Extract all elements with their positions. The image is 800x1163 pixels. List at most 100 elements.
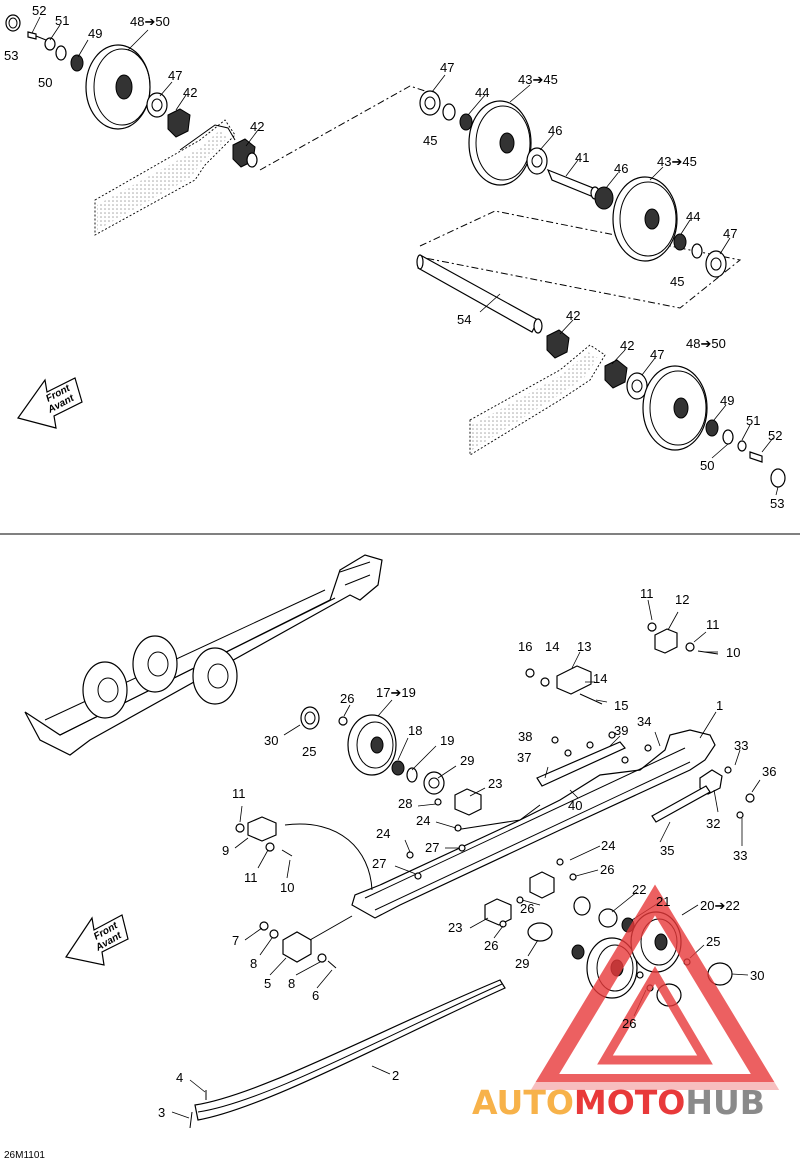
- callout-label: 24: [416, 813, 430, 828]
- bracket-parts: [536, 628, 723, 823]
- callout-label: 9: [222, 843, 229, 858]
- callout-label: 11: [244, 870, 258, 885]
- front-arrow-upper: Front Avant: [17, 377, 83, 429]
- callout-label: 51: [55, 13, 69, 28]
- slide-runner-2: [189, 979, 506, 1129]
- callout-label: 26: [600, 862, 614, 877]
- callout-label: 42: [620, 338, 634, 353]
- callout-label: 39: [614, 723, 628, 738]
- callout-label: 4: [176, 1070, 183, 1085]
- callout-label: 16: [518, 639, 532, 654]
- callout-label: 21: [656, 894, 670, 909]
- wheel-assembly-upper-right: [419, 90, 727, 278]
- callout-label: 1: [716, 698, 723, 713]
- callout-label: 3: [158, 1105, 165, 1120]
- callout-label: 48➔50: [130, 14, 170, 29]
- callout-label: 10: [280, 880, 294, 895]
- callout-label: 35: [660, 843, 674, 858]
- fasteners: [235, 622, 755, 992]
- callout-label: 29: [515, 956, 529, 971]
- slider-blocks: [247, 788, 555, 963]
- callout-label: 17➔19: [376, 685, 416, 700]
- callout-label: 32: [706, 816, 720, 831]
- callout-label: 47: [650, 347, 664, 362]
- callout-label: 26: [622, 1016, 636, 1031]
- assembly-dashed-line: [419, 210, 742, 309]
- callout-label: 7: [232, 933, 239, 948]
- callout-label: 40: [568, 798, 582, 813]
- rail-segment-upper-left: [94, 119, 236, 236]
- front-arrow-lower: Front Avant: [65, 914, 129, 966]
- callout-label: 54: [457, 312, 471, 327]
- callout-label: 12: [675, 592, 689, 607]
- callout-label: 29: [460, 753, 474, 768]
- callout-label: 11: [640, 586, 654, 601]
- callout-label: 48➔50: [686, 336, 726, 351]
- callout-label: 19: [440, 733, 454, 748]
- callout-label: 34: [637, 714, 651, 729]
- callout-label: 41: [575, 150, 589, 165]
- callout-label: 27: [372, 856, 386, 871]
- callout-label: 46: [614, 161, 628, 176]
- callout-label: 20➔22: [700, 898, 740, 913]
- callout-label: 8: [288, 976, 295, 991]
- watermark-text: AUTOMOTOHUB: [472, 1083, 765, 1122]
- callout-label: 52: [768, 428, 782, 443]
- callout-label: 53: [770, 496, 784, 511]
- callout-label: 23: [488, 776, 502, 791]
- callout-labels-upper: 52 51 53 50 49 48➔50 47 42 42 47 44 43➔4…: [4, 3, 784, 511]
- callout-label: 11: [232, 786, 246, 801]
- callout-label: 6: [312, 988, 319, 1003]
- callout-label: 50: [38, 75, 52, 90]
- callout-label: 14: [593, 671, 607, 686]
- figure-code: 26M1101: [4, 1150, 45, 1161]
- assembly-arrow: [309, 915, 353, 941]
- callout-label: 43➔45: [518, 72, 558, 87]
- callout-label: 44: [475, 85, 489, 100]
- assembly-dashed-line: [259, 85, 441, 171]
- callout-label: 49: [720, 393, 734, 408]
- callout-label: 45: [670, 274, 684, 289]
- callout-label: 24: [601, 838, 615, 853]
- callout-label: 24: [376, 826, 390, 841]
- callout-label: 22: [632, 882, 646, 897]
- callout-label: 26: [520, 901, 534, 916]
- wheel-assembly-upper-left: [5, 14, 258, 168]
- callout-label: 50: [700, 458, 714, 473]
- callout-label: 26: [340, 691, 354, 706]
- callout-label: 42: [566, 308, 580, 323]
- callout-label: 47: [440, 60, 454, 75]
- callout-label: 30: [750, 968, 764, 983]
- axle-54: [416, 254, 543, 334]
- callout-label: 25: [706, 934, 720, 949]
- callout-label: 46: [548, 123, 562, 138]
- callout-label: 52: [32, 3, 46, 18]
- callout-labels-lower: 11 12 11 10 16 14 13 14 15 1 26 17➔19 30…: [158, 586, 776, 1120]
- callout-label: 18: [408, 723, 422, 738]
- callout-label: 2: [392, 1068, 399, 1083]
- callout-label: 49: [88, 26, 102, 41]
- callout-label: 33: [733, 848, 747, 863]
- assembly-arrow: [284, 823, 373, 891]
- callout-label: 23: [448, 920, 462, 935]
- callout-label: 45: [423, 133, 437, 148]
- callout-label: 42: [183, 85, 197, 100]
- leader-lines: [31, 16, 779, 1119]
- callout-label: 37: [517, 750, 531, 765]
- callout-label: 5: [264, 976, 271, 991]
- main-rail-1: [351, 729, 716, 919]
- callout-label: 10: [726, 645, 740, 660]
- wheel-assembly-lower-right: [469, 329, 786, 488]
- callout-label: 26: [484, 938, 498, 953]
- assembled-suspension-view: [24, 554, 383, 756]
- callout-label: 11: [706, 617, 720, 632]
- callout-label: 28: [398, 796, 412, 811]
- callout-label: 30: [264, 733, 278, 748]
- callout-label: 8: [250, 956, 257, 971]
- callout-label: 53: [4, 48, 18, 63]
- callout-label: 47: [723, 226, 737, 241]
- callout-label: 51: [746, 413, 760, 428]
- callout-label: 15: [614, 698, 628, 713]
- callout-label: 43➔45: [657, 154, 697, 169]
